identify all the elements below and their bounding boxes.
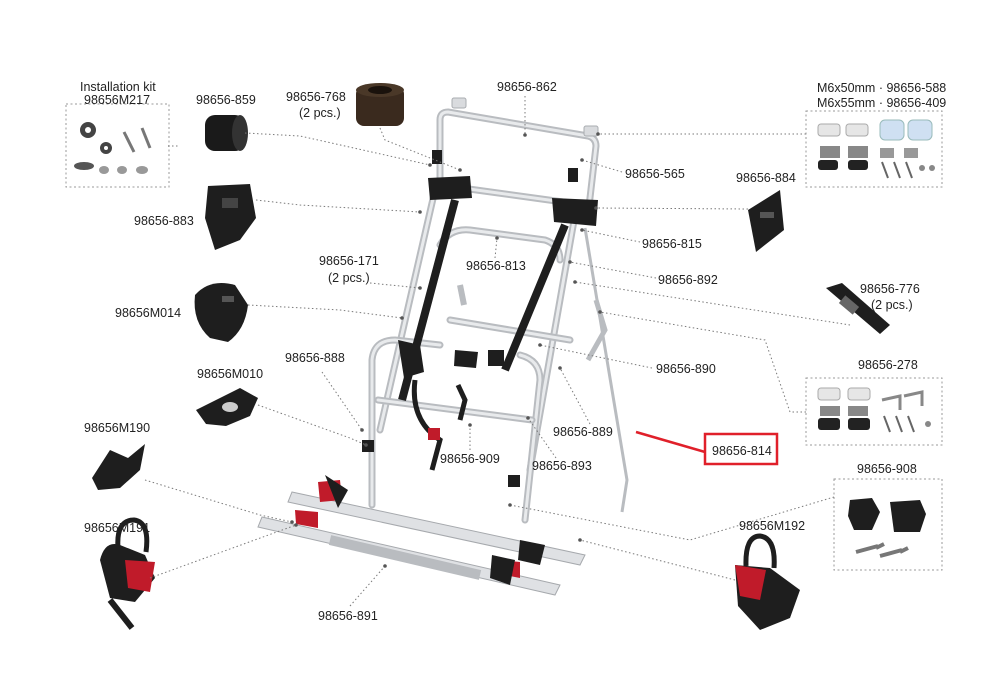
cradle-M192-icon bbox=[735, 533, 800, 630]
label-883: 98656-883 bbox=[134, 214, 194, 228]
label-890: 98656-890 bbox=[656, 362, 716, 376]
label-892: 98656-892 bbox=[658, 273, 718, 287]
label-909: 98656-909 bbox=[440, 452, 500, 466]
label-M010: 98656M010 bbox=[197, 367, 263, 381]
pad-M190-icon bbox=[92, 444, 145, 490]
parts-278-icon bbox=[817, 387, 931, 433]
label-bolts-m6x55: M6x55mm · 98656-409 bbox=[817, 96, 946, 110]
label-171-qty: (2 pcs.) bbox=[328, 271, 370, 285]
label-bolts-m6x50: M6x50mm · 98656-588 bbox=[817, 81, 946, 95]
leader-lines bbox=[144, 96, 851, 607]
installation-kit-box bbox=[65, 103, 170, 188]
bike-rack-assembly bbox=[257, 97, 629, 596]
label-814: 98656-814 bbox=[712, 444, 772, 458]
gears-screws-icon bbox=[74, 122, 152, 174]
label-813: 98656-813 bbox=[466, 259, 526, 273]
label-kit-code: 98656M217 bbox=[84, 93, 150, 107]
end-cap-859-icon bbox=[205, 115, 248, 151]
label-M192: 98656M192 bbox=[739, 519, 805, 533]
label-884: 98656-884 bbox=[736, 171, 796, 185]
highlight-box bbox=[703, 432, 779, 466]
label-M190: 98656M190 bbox=[84, 421, 150, 435]
label-278: 98656-278 bbox=[858, 358, 918, 372]
strap-776-icon bbox=[826, 283, 890, 334]
label-171: 98656-171 bbox=[319, 254, 379, 268]
cradle-M191-icon bbox=[100, 517, 155, 630]
knob-M014-icon bbox=[194, 282, 248, 342]
label-768: 98656-768 bbox=[286, 90, 346, 104]
label-815: 98656-815 bbox=[642, 237, 702, 251]
clamp-884-icon bbox=[748, 190, 784, 252]
label-565: 98656-565 bbox=[625, 167, 685, 181]
label-908: 98656-908 bbox=[857, 462, 917, 476]
label-776-qty: (2 pcs.) bbox=[871, 298, 913, 312]
label-M014: 98656M014 bbox=[115, 306, 181, 320]
label-889: 98656-889 bbox=[553, 425, 613, 439]
bolt-kit-icon bbox=[817, 119, 935, 179]
label-893: 98656-893 bbox=[532, 459, 592, 473]
bolts-kit-box bbox=[805, 110, 943, 188]
foam-cover-768-icon bbox=[356, 83, 404, 126]
bracket-M010-icon bbox=[196, 388, 258, 426]
parts-908-icon bbox=[848, 498, 926, 558]
parts-278-box bbox=[805, 377, 943, 446]
part-labels: Installation kit 98656M217 98656-859 986… bbox=[80, 80, 946, 623]
parts-908-box bbox=[833, 478, 943, 571]
label-859: 98656-859 bbox=[196, 93, 256, 107]
label-installation-kit: Installation kit bbox=[80, 80, 156, 94]
label-888: 98656-888 bbox=[285, 351, 345, 365]
label-776: 98656-776 bbox=[860, 282, 920, 296]
label-891: 98656-891 bbox=[318, 609, 378, 623]
highlight-leader bbox=[635, 430, 706, 454]
label-862: 98656-862 bbox=[497, 80, 557, 94]
label-768-qty: (2 pcs.) bbox=[299, 106, 341, 120]
clamp-883-icon bbox=[205, 184, 256, 250]
label-M191: 98656M191 bbox=[84, 521, 150, 535]
